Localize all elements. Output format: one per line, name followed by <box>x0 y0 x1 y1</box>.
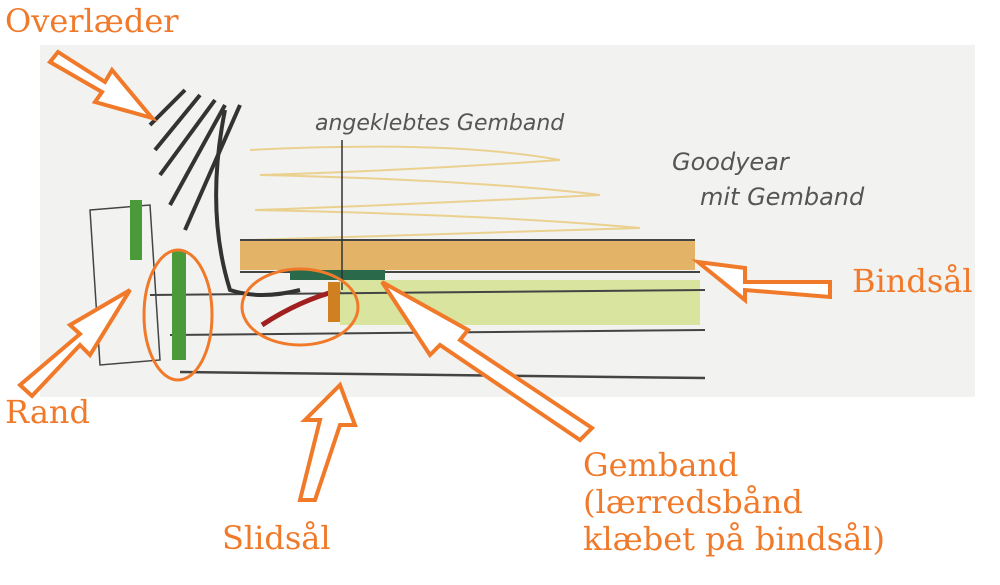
rand-highlight <box>142 248 214 382</box>
label-gemband-line1: Gemband <box>583 446 739 484</box>
filler-scribbles <box>249 145 641 241</box>
paper-background <box>40 45 975 397</box>
upper-leather <box>148 88 301 297</box>
arrow-bindsaal <box>691 259 832 305</box>
arrow-rand <box>16 288 132 399</box>
note-angeklebtes-gemband: angeklebtes Gemband <box>315 111 565 136</box>
gemband-rib <box>328 282 340 322</box>
arrow-overlaeder <box>46 49 158 122</box>
rand-welt-upper <box>130 200 142 260</box>
slidsaal-line <box>179 370 706 380</box>
gemband <box>290 270 385 280</box>
label-gemband-line3: klæbet på bindsål) <box>583 520 885 558</box>
bindsaal-layer <box>240 240 695 270</box>
label-slidsaal: Slidsål <box>222 519 331 557</box>
note-title-line2: mit Gemband <box>700 183 865 211</box>
label-bindsaal: Bindsål <box>852 262 973 300</box>
gemband-highlight <box>240 267 360 347</box>
label-gemband: Gemband (lærredsbånd klæbet på bindsål) <box>583 447 885 558</box>
rand-welt <box>172 250 186 360</box>
arrow-gemband <box>380 280 596 443</box>
label-gemband-line2: (lærredsbånd <box>583 483 803 521</box>
label-overlaeder: Overlæder <box>5 2 179 40</box>
note-title-line1: Goodyear <box>672 148 791 176</box>
label-rand: Rand <box>5 393 90 431</box>
arrow-slidsaal <box>297 381 358 502</box>
